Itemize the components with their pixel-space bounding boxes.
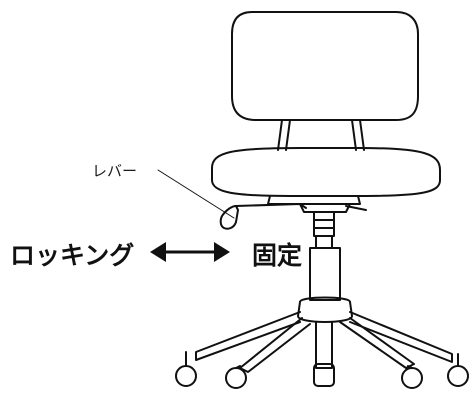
chair-backrest bbox=[231, 11, 419, 121]
lever bbox=[219, 203, 307, 230]
lever-leader-line bbox=[157, 169, 235, 219]
seat-mechanism bbox=[267, 195, 361, 205]
lever-label: レバー bbox=[92, 162, 138, 180]
casters bbox=[175, 351, 469, 389]
gas-cylinder bbox=[309, 211, 341, 301]
fixed-label: 固定 bbox=[252, 241, 303, 270]
locking-label: ロッキング bbox=[10, 241, 135, 270]
double-arrow bbox=[150, 242, 230, 262]
backrest-supports bbox=[277, 119, 365, 151]
chair-seat bbox=[211, 147, 441, 197]
base-hub bbox=[297, 296, 353, 323]
